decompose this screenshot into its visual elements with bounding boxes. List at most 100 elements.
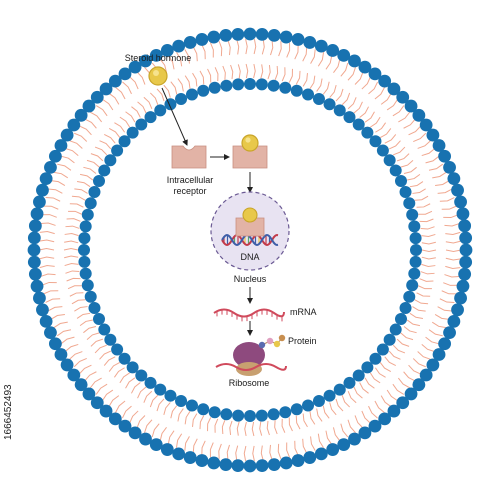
phospholipid-head: [361, 126, 374, 139]
lipid-tail: [69, 140, 83, 149]
lipid-tail: [374, 87, 385, 100]
lipid-tail: [341, 92, 351, 106]
ribosome-large-subunit: [233, 342, 265, 368]
lipid-tail: [167, 430, 175, 445]
phospholipid-head: [337, 48, 351, 62]
phospholipid-head: [154, 104, 167, 117]
phospholipid-head: [267, 408, 280, 421]
lipid-tail: [439, 197, 455, 202]
phospholipid-head: [126, 126, 139, 139]
phospholipid-head: [326, 44, 340, 57]
phospholipid-head: [368, 419, 382, 433]
lipid-tail: [71, 195, 86, 201]
lipid-tail: [445, 240, 461, 244]
lipid-tail: [353, 101, 363, 114]
lipid-tail: [236, 39, 240, 55]
lipid-tail: [325, 55, 333, 70]
phospholipid-head: [456, 279, 470, 293]
lipid-tail: [278, 41, 282, 57]
lipid-tail: [412, 306, 426, 312]
lipid-tail: [119, 372, 130, 384]
phospholipid-head: [409, 255, 422, 268]
lipid-tail: [333, 58, 341, 73]
amino-acid: [273, 340, 281, 348]
phospholipid-head: [231, 27, 245, 41]
phospholipid-head: [33, 291, 46, 305]
lipid-tail: [137, 101, 147, 114]
lipid-tail: [388, 350, 401, 360]
phospholipid-head: [443, 326, 456, 340]
lipid-tail: [86, 332, 100, 340]
lipid-tail: [392, 105, 405, 117]
phospholipid-head: [396, 396, 410, 410]
phospholipid-head: [459, 255, 473, 269]
lipid-tail: [108, 128, 121, 138]
phospholipid-head: [82, 99, 96, 113]
amino-acid: [266, 337, 274, 345]
lipid-tail: [412, 358, 426, 368]
lipid-tail: [266, 421, 270, 436]
lipid-tail: [419, 218, 434, 223]
phospholipid-head: [28, 267, 42, 281]
lipid-tail: [39, 256, 55, 260]
phospholipid-head: [154, 383, 167, 396]
phospholipid-head: [438, 337, 452, 351]
phospholipid-head: [255, 409, 268, 422]
lipid-tail: [60, 336, 75, 345]
lipid-tail: [78, 364, 92, 375]
phospholipid-head: [396, 90, 410, 104]
phospholipid-head: [314, 39, 328, 53]
lipid-tail: [420, 271, 435, 275]
lipid-tail: [322, 81, 330, 95]
phospholipid-head: [426, 128, 440, 142]
lipid-tail: [294, 440, 299, 456]
phospholipid-head: [456, 207, 470, 221]
lipid-tail: [86, 159, 100, 168]
lipid-tail: [286, 442, 291, 458]
phospholipid-head: [81, 208, 94, 221]
lipid-tail: [66, 218, 81, 222]
phospholipid-head: [144, 111, 157, 124]
phospholipid-head: [267, 28, 281, 42]
lipid-tail: [74, 188, 88, 194]
lipid-tail: [379, 362, 392, 372]
lipid-tail: [253, 63, 256, 79]
phospholipid-head: [128, 426, 142, 440]
lipid-tail: [83, 325, 97, 334]
phospholipid-head: [243, 459, 257, 473]
lipid-tail: [144, 419, 153, 433]
lipid-tail: [396, 153, 410, 162]
lipid-tail: [445, 265, 461, 270]
lipid-tail: [359, 382, 369, 394]
lipid-tail: [421, 263, 436, 267]
lipid-tail: [163, 402, 171, 415]
phospholipid-head: [369, 135, 382, 148]
lipid-tail: [94, 344, 107, 354]
outer-phospholipid-heads: [27, 27, 473, 473]
lipid-tail: [57, 163, 72, 171]
lipid-tail: [288, 417, 293, 432]
lipid-tail: [99, 350, 112, 360]
phospholipid-head: [290, 84, 303, 97]
lipid-tail: [386, 389, 398, 402]
lipid-tail: [192, 438, 198, 454]
lipid-tail: [444, 274, 460, 278]
phospholipid-head: [78, 244, 90, 256]
lipid-tail: [418, 210, 433, 215]
phospholipid-head: [389, 323, 402, 336]
phospholipid-head: [267, 79, 280, 92]
lipid-tail: [40, 222, 56, 226]
phospholipid-head: [302, 88, 315, 101]
lipid-tail: [79, 125, 92, 136]
lipid-tail: [114, 367, 125, 378]
lipid-tail: [397, 377, 410, 389]
lipid-tail: [416, 292, 431, 297]
phospholipid-head: [27, 243, 41, 257]
lipid-tail: [359, 106, 370, 118]
phospholipid-head: [352, 118, 365, 131]
phospholipid-head: [232, 409, 245, 422]
lipid-tail: [74, 306, 88, 312]
lipid-tail: [68, 210, 82, 215]
lipid-tail: [65, 225, 80, 229]
intracellular-receptor-label-line1: Intracellular: [167, 175, 214, 185]
